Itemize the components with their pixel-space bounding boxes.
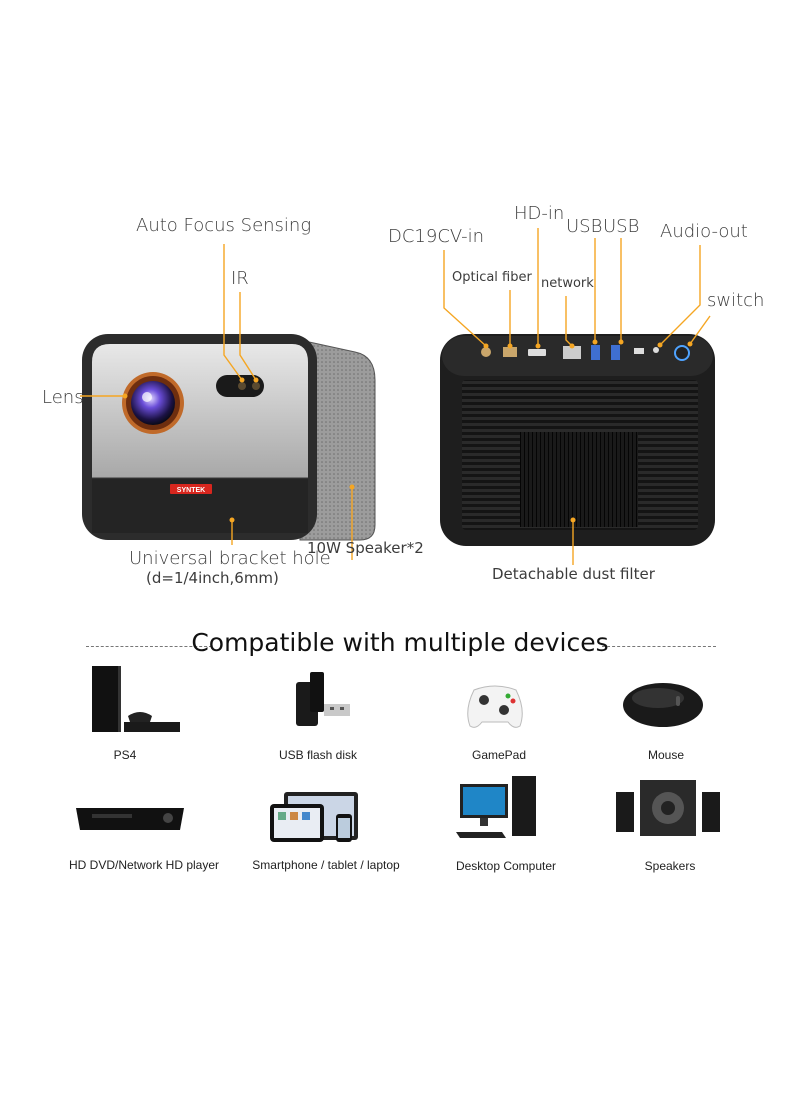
label-hd-in: HD-in: [514, 203, 565, 224]
devices-icon: [270, 792, 358, 842]
device-label-usb: USB flash disk: [278, 748, 358, 762]
compatible-heading: Compatible with multiple devices: [191, 628, 609, 657]
projector-back: [440, 334, 715, 546]
label-optical-fiber: Optical fiber: [452, 270, 532, 285]
device-label-gamepad: GamePad: [471, 748, 527, 762]
heading-divider-right: [602, 646, 716, 647]
label-bracket-hole: Universal bracket hole: [129, 548, 331, 569]
svg-text:SYNTEK: SYNTEK: [177, 487, 205, 494]
label-ir: IR: [231, 268, 249, 289]
callout-lines: [80, 228, 711, 565]
label-bracket-size: (d=1/4inch,6mm): [146, 569, 279, 587]
gamepad-icon: [467, 685, 523, 728]
label-audio-out: Audio-out: [660, 221, 748, 242]
label-usb-2: USB: [603, 216, 640, 237]
device-label-mouse: Mouse: [647, 748, 685, 762]
callout-dots: [122, 339, 693, 523]
projector-front: SYNTEK: [82, 334, 376, 541]
device-label-speakers: Speakers: [644, 859, 696, 873]
label-auto-focus: Auto Focus Sensing: [136, 215, 312, 236]
label-dc-in: DC19CV-in: [388, 226, 485, 247]
label-dust-filter: Detachable dust filter: [492, 565, 655, 583]
mouse-icon: [623, 683, 703, 727]
speakers-icon: [616, 780, 720, 836]
device-label-dvd: HD DVD/Network HD player: [68, 858, 220, 872]
ps4-console-icon: [92, 666, 180, 732]
label-speaker: 10W Speaker*2: [307, 539, 424, 557]
heading-divider-left: [86, 646, 212, 647]
device-label-desktop: Desktop Computer: [455, 859, 557, 873]
label-lens: Lens: [42, 387, 84, 408]
device-label-ps4: PS4: [113, 748, 137, 762]
device-label-mobile: Smartphone / tablet / laptop: [252, 858, 400, 872]
label-usb-1: USB: [566, 216, 603, 237]
usb-flash-icon: [296, 672, 350, 726]
label-switch: switch: [707, 290, 765, 311]
dvd-player-icon: [76, 808, 184, 830]
label-network: network: [541, 276, 594, 291]
desktop-computer-icon: [456, 776, 536, 838]
